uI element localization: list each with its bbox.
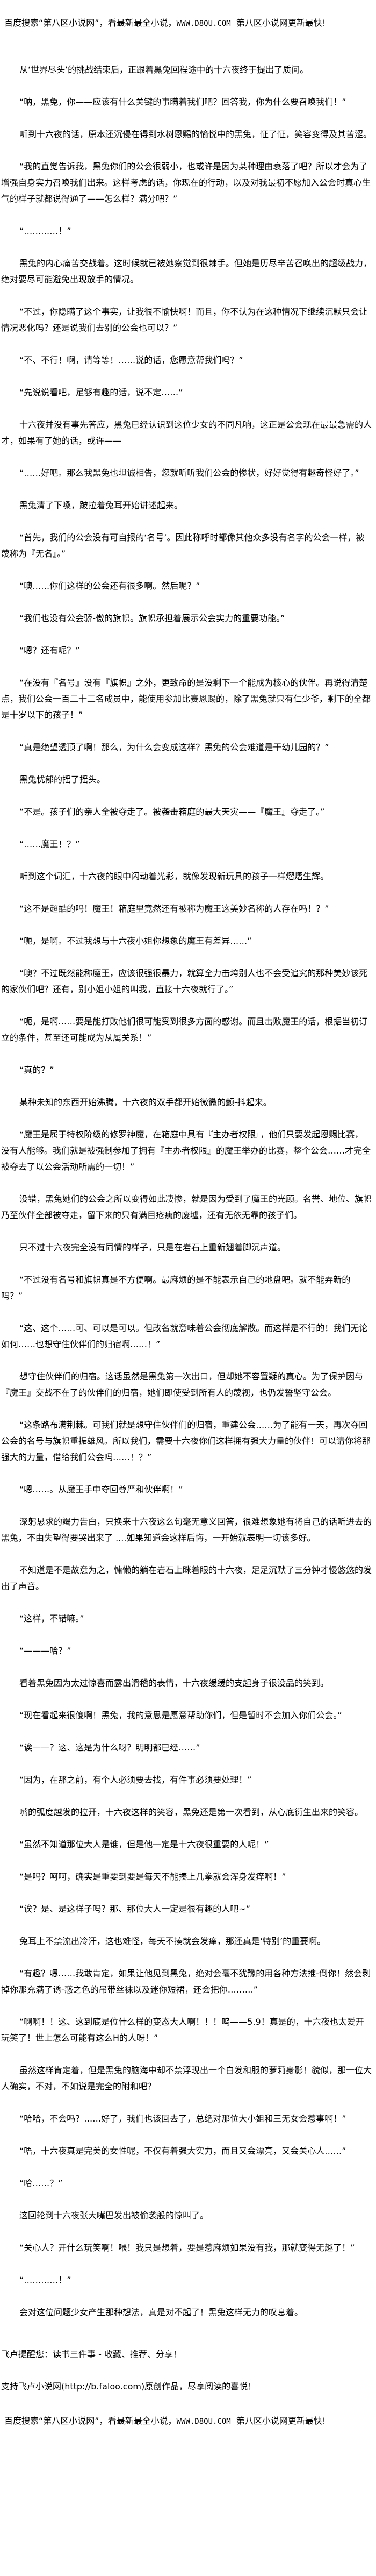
- paragraph: “因为，在那之前，有个人必须要去找，有件事必须要处理！”: [19, 1775, 252, 1785]
- paragraph: “唔，十六夜真是完美的女性呢，不仅有着强大实力，而且又会漂亮，又会关心人……”: [19, 2146, 346, 2156]
- paragraph: “首先，我们的公会没有可自报的‘名号’。因此称呼时都像其他众多没有名字的公会一样…: [1, 532, 365, 559]
- paragraph: 听到十六夜的话，原本还沉侵在得到水树恩赐的愉悦中的黑兔，怔了怔，笑容变得及其苦涩…: [19, 129, 372, 139]
- paragraph: “呃，是啊……要是能打败他们很可能受到很多方面的感谢。而且击败魔王的话，根据当初…: [1, 1016, 368, 1043]
- paragraph: “嗯？还有呢？”: [19, 645, 80, 656]
- paragraph: “关心人？开什么玩笑啊！喂！我只是想着，要是惹麻烦如果没有我，那就变得无趣了！”: [19, 2243, 355, 2253]
- paragraph: 兔耳上不禁流出冷汗，这也难怪，每天不揍就会发痒，那还真是‘特别’的重要啊。: [19, 1936, 326, 1946]
- paragraph: “诶——？这、这是为什么呀？明明都已经……”: [19, 1742, 200, 1753]
- paragraph: “诶？是、是这样子吗？那、那位大人一定是很有趣的人吧~”: [19, 1904, 250, 1914]
- banner-suffix: 第八区小说网更新最快!: [236, 2416, 326, 2426]
- banner-prefix: 百度搜索“第八区小说网”，看最新最全小说，: [4, 2416, 177, 2426]
- paragraph: “真是绝望透顶了啊！那么，为什么会变成这样？黑兔的公会难道是干幼儿园的？”: [19, 742, 329, 752]
- paragraph: 没错，黑兔她们的公会之所以变得如此凄惨，就是因为受到了魔王的光顾。名誉、地位、旗…: [1, 1194, 372, 1220]
- paragraph: “噢？不过既然能称魔王，应该很强很暴力，就算全力击垮别人也不会受追究的那种美妙该…: [1, 968, 368, 994]
- paragraph: “现在看起来很傻啊！黑兔，我的意思是愿意帮助你们，但是暂时不会加入你们公会。”: [19, 1710, 342, 1720]
- paragraph: “呐，黑兔，你——应该有什么关键的事瞒着我们吧？回答我，你为什么要召唤我们！”: [19, 97, 346, 107]
- banner-url-link[interactable]: WWW.D8QU.COM: [176, 2417, 231, 2426]
- paragraph: “在没有『名号』没有『旗帜』之外，更致命的是没剩下一个能成为核心的伙伴。再说得清…: [1, 678, 371, 720]
- paragraph: “呃，是啊。不过我想与十六夜小姐你想象的魔王有差异……”: [19, 936, 252, 946]
- paragraph: “魔王是属于特权阶级的修罗神魔，在箱庭中具有『主办者权限』，他们只要发起恩赐比赛…: [1, 1129, 371, 1172]
- paragraph: “有趣？嗯……我敢肯定，如果让他见到黑兔，绝对会毫不犹豫的用各种方法推-倒你！然…: [1, 1968, 371, 1995]
- paragraph: 这回轮到十六夜张大嘴巴发出被偷袭般的惊叫了。: [19, 2210, 209, 2221]
- paragraph: “是吗？呵呵，确实是重要到要是每天不能揍上几拳就会浑身发痒啊！”: [19, 1871, 286, 1882]
- paragraph: “不是。孩子们的亲人全被夺走了。被袭击箱庭的最大天灾——『魔王』夺走了。”: [19, 807, 325, 817]
- paragraph: “我的直觉告诉我，黑兔你们的公会很弱小，也或许是因为某种理由衰落了吧？所以才会为…: [1, 161, 371, 204]
- banner-url-link[interactable]: WWW.D8QU.COM: [176, 19, 231, 28]
- paragraph: 虽然这样肯定着，但是黑兔的脑海中却不禁浮现出一个白发和服的萝莉身影！貌似，那一位…: [1, 2065, 372, 2091]
- paragraph: 不知道是不是故意为之，慵懒的躺在岩石上眯着眼的十六夜，足足沉默了三分钟才慢悠悠的…: [1, 1565, 372, 1591]
- paragraph: “这不是超酷的吗！魔王！箱庭里竟然还有被称为魔王这美妙名称的人存在吗！？”: [19, 903, 329, 914]
- footer-reminder: 飞卢提醒您：读书三件事 - 收藏、推荐、分享！: [1, 2349, 182, 2359]
- banner-suffix: 第八区小说网更新最快!: [236, 18, 326, 28]
- paragraph: “哈哈，不会吗？……好了，我们也该回去了，总绝对那位大小姐和三无女会惹事啊！”: [19, 2114, 346, 2124]
- paragraph: “嗯……。从魔王手中夺回尊严和伙伴啊！”: [19, 1484, 183, 1495]
- site-banner-bottom: 百度搜索“第八区小说网”，看最新最全小说，WWW.D8QU.COM 第八区小说网…: [0, 2411, 376, 2430]
- paragraph: “…………！”: [19, 226, 71, 236]
- paragraph: 想守住伙伴们的归宿。这话虽然是黑兔第一次出口，但却她不容置疑的真心。为了保护因与…: [1, 1371, 364, 1398]
- paragraph: 只不过十六夜完全没有同情的样子，只是在岩石上重新翘着脚沉声道。: [19, 1242, 286, 1253]
- site-banner-top: 百度搜索“第八区小说网”，看最新最全小说，WWW.D8QU.COM 第八区小说网…: [0, 0, 376, 32]
- paragraph: “真的？”: [19, 1065, 54, 1075]
- paragraph: “———哈？”: [19, 1646, 71, 1656]
- paragraph: 看着黑兔因为太过惊喜而露出滑稽的表情，十六夜缓缓的支起身子很没品的笑到。: [19, 1678, 329, 1688]
- paragraph: 某种未知的东西开始沸腾，十六夜的双手都开始微微的颤-抖起来。: [19, 1097, 272, 1107]
- paragraph: “不、不行！啊，请等等！……说的话，您愿意帮我们吗？”: [19, 355, 243, 365]
- paragraph: “我们也没有公会骄-傲的旗帜。旗帜承担着展示公会实力的重要功能。”: [19, 613, 285, 623]
- paragraph: “这、这个……可、可以是可以。但改名就意味着公会彻底解散。而这样是不行的！我们无…: [1, 1323, 368, 1349]
- paragraph: “虽然不知道那位大人是谁，但是他一定是十六夜很重要的人呢！”: [19, 1839, 269, 1849]
- paragraph: “……好吧。那么我黑兔也坦诚相告，您就听听我们公会的惨状，好好觉得有趣奇怪好了。…: [19, 468, 359, 478]
- paragraph: “哈……？”: [19, 2178, 63, 2188]
- paragraph: 嘴的弧度越发的拉开，十六夜这样的笑容，黑兔还是第一次看到，从心底衍生出来的笑容。: [19, 1807, 364, 1817]
- banner-prefix: 百度搜索“第八区小说网”，看最新最全小说，: [4, 18, 177, 28]
- footer: 飞卢提醒您：读书三件事 - 收藏、推荐、分享！ 支持飞卢小说网(http://b…: [0, 2337, 376, 2395]
- paragraph: “噢……你们这样的公会还有很多啊。然后呢？”: [19, 581, 200, 591]
- paragraph: 从‘世界尽头’的挑战结束后，正跟着黑兔回程途中的十六夜终于提出了质问。: [19, 65, 309, 75]
- paragraph: 黑兔的内心痛苦交战着。这时候就已被她察觉到很棘手。但她是历尽辛苦召唤出的超级战力…: [1, 258, 372, 284]
- chapter-body: 从‘世界尽头’的挑战结束后，正跟着黑兔回程途中的十六夜终于提出了质问。 “呐，黑兔…: [0, 32, 376, 2321]
- paragraph: 十六夜并没有事先答应，黑兔已经认识到这位少女的不同凡响，这正是公会现在最最急需的…: [1, 419, 372, 446]
- paragraph: “这样，不错嘛。”: [19, 1613, 84, 1624]
- paragraph: “…………！”: [19, 2275, 71, 2285]
- paragraph: 黑兔清了下嗓，跛拉着兔耳开始讲述起来。: [19, 500, 183, 510]
- paragraph: “啊啊！！这、这到底是位什么样的变态大人啊！！！呜——5.9！真是的，十六夜也太…: [1, 2017, 364, 2043]
- paragraph: 会对这位问题少女产生那种想法，真是对不起了！黑兔这样无力的叹息着。: [19, 2307, 303, 2317]
- paragraph: “先说说看吧，足够有趣的话，说不定……”: [19, 387, 183, 397]
- paragraph: “这条路布满荆棘。可我们就是想守住伙伴们的归宿，重建公会……为了能有一天，再次夺…: [1, 1420, 371, 1462]
- paragraph: “……魔王！？”: [19, 839, 80, 849]
- paragraph: 听到这个词汇，十六夜的眼中闪动着光彩，就像发现新玩具的孩子一样熠熠生辉。: [19, 871, 329, 881]
- paragraph: 深躬恳求的竭力告白，只换来十六夜这么句毫无意义回答，很难想象她有将自己的话听进去…: [1, 1517, 372, 1543]
- footer-support-link[interactable]: 支持飞卢小说网(http://b.faloo.com)原创作品，尽享阅读的喜悦！: [1, 2381, 257, 2392]
- paragraph: 黑兔忧郁的摇了摇头。: [19, 774, 106, 785]
- paragraph: “不过没有名号和旗帜真是不方便啊。最麻烦的是不能表示自己的地盘吧。就不能弄新的吗…: [1, 1275, 351, 1301]
- paragraph: “不过，你隐瞒了这个事实，让我很不愉快啊！而且，你不认为在这种情况下继续沉默只会…: [1, 307, 368, 333]
